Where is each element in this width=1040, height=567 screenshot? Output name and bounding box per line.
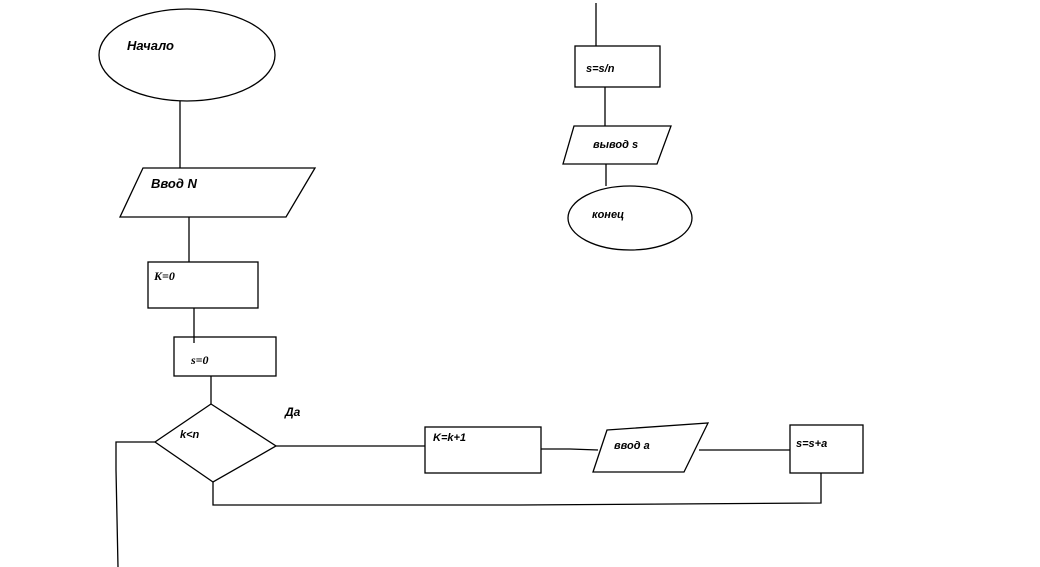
node-input-a-label: ввод a xyxy=(614,440,650,452)
terminator-shape xyxy=(567,185,693,251)
node-accumulate-label: s=s+a xyxy=(796,438,827,450)
node-init-s: s=0 xyxy=(173,336,277,377)
process-shape xyxy=(173,336,277,377)
node-start-label: Начало xyxy=(127,38,174,53)
connectors xyxy=(115,3,822,567)
node-start: Начало xyxy=(98,8,276,102)
node-accumulate: s=s+a xyxy=(789,424,864,474)
node-input-a: ввод a xyxy=(592,422,710,473)
node-output-s-label: вывод s xyxy=(593,139,638,151)
process-shape xyxy=(574,45,661,88)
yes-branch-label: Да xyxy=(284,405,301,419)
node-end-label: конец xyxy=(592,209,624,221)
io-shape xyxy=(562,125,672,165)
edge-loop-back xyxy=(212,473,822,506)
process-shape xyxy=(147,261,259,309)
node-end: конец xyxy=(567,185,693,251)
node-condition-label: k<n xyxy=(180,429,200,441)
node-init-k-label: K=0 xyxy=(153,269,175,283)
node-average-label: s=s/n xyxy=(586,63,615,75)
terminator-shape xyxy=(98,8,276,102)
decision-shape xyxy=(153,403,278,483)
node-output-s: вывод s xyxy=(562,125,672,165)
edge-exit-down xyxy=(115,441,155,567)
process-shape xyxy=(424,426,542,474)
node-init-k: K=0 xyxy=(147,261,259,309)
node-input-n: Ввод N xyxy=(118,167,317,218)
io-shape xyxy=(118,167,317,218)
node-average: s=s/n xyxy=(574,45,661,88)
io-shape xyxy=(592,422,710,473)
node-input-n-label: Ввод N xyxy=(151,176,198,191)
node-condition: k<n xyxy=(153,403,278,483)
node-increment-k-label: K=k+1 xyxy=(433,432,466,444)
process-shape xyxy=(789,424,864,474)
edge-increment-inputa xyxy=(541,448,599,451)
node-increment-k: K=k+1 xyxy=(424,426,542,474)
node-init-s-label: s=0 xyxy=(190,353,209,367)
